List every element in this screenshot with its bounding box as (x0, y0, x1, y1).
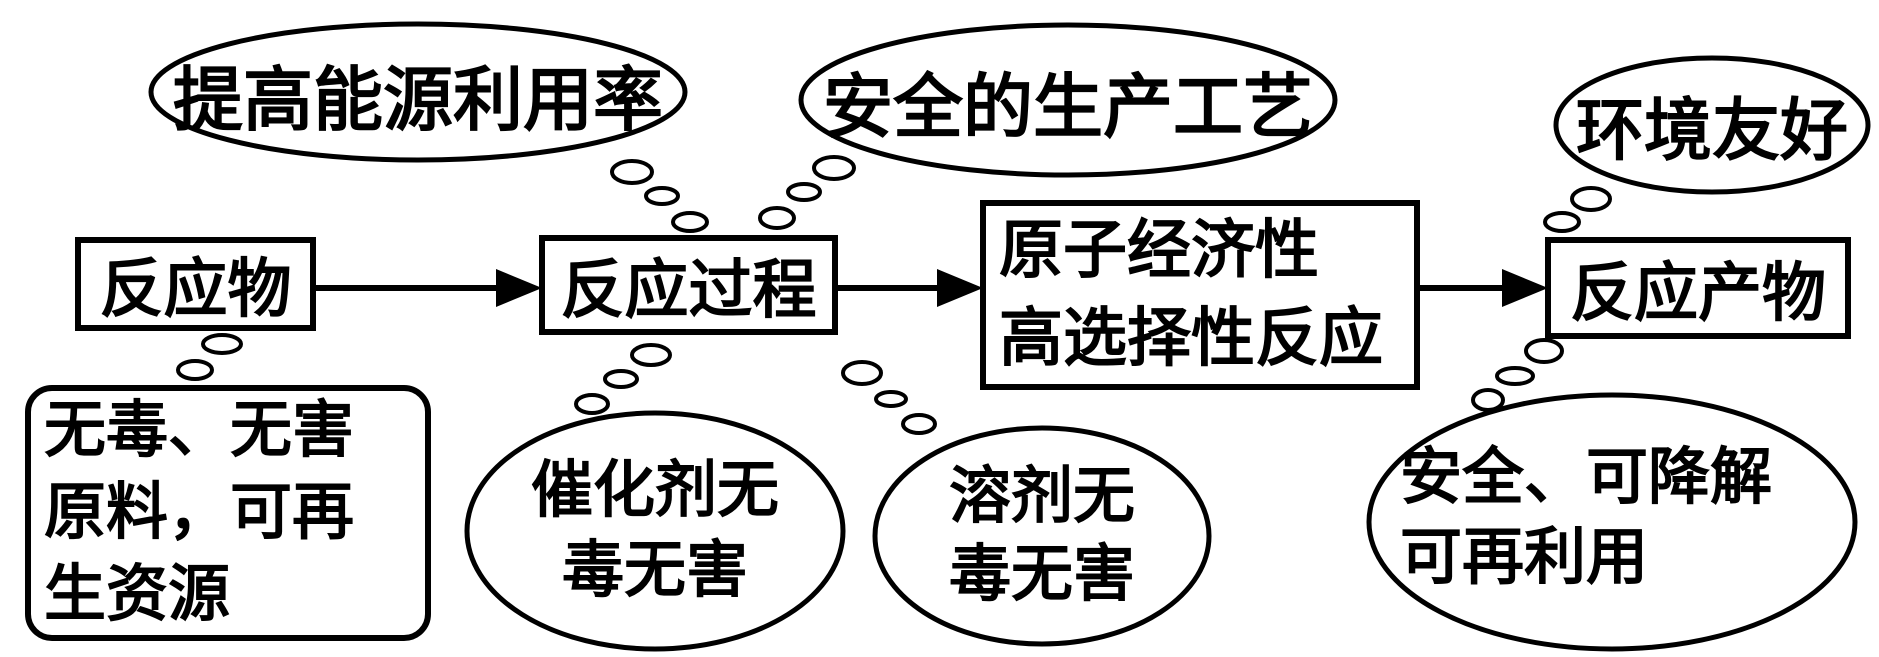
products-box-label: 反应产物 (1570, 258, 1826, 329)
thought-trail-env-to-products (1543, 186, 1612, 233)
thought-trail-safeprocess-to-process (758, 155, 856, 230)
raw-materials-box-label: 无毒、无害 原料，可再 生资源 (44, 392, 428, 634)
arrow-atom-to-products (1417, 269, 1548, 307)
thought-trail-products-to-safe (1471, 338, 1564, 412)
thought-ellipse-catalyst (464, 410, 846, 652)
safe-process-bubble-label: 安全的生产工艺 (823, 69, 1313, 147)
thought-ellipse-energy (148, 21, 688, 163)
solvent-line-1: 溶剂无 (948, 463, 1135, 531)
arrow-process-to-atom (835, 269, 983, 307)
thought-trail-process-to-solvent (841, 360, 937, 435)
reactants-box-label: 反应物 (99, 254, 292, 325)
thought-ellipse-safe-process (798, 22, 1338, 178)
solvent-line-2: 毒无害 (948, 541, 1135, 609)
catalyst-bubble-label: 催化剂无 毒无害 (467, 413, 843, 649)
thought-trail-energy-to-process (610, 159, 709, 233)
process-box-label: 反应过程 (560, 255, 817, 326)
flow-box-reactants (75, 237, 316, 331)
thought-ellipse-solvent (872, 425, 1212, 647)
rounded-box-raw-materials (25, 385, 431, 641)
atom-economy-line-1: 原子经济性 (999, 215, 1319, 286)
atom-economy-box-label: 原子经济性 高选择性反应 (999, 206, 1417, 384)
energy-bubble-label: 提高能源利用率 (173, 62, 663, 140)
catalyst-line-1: 催化剂无 (530, 457, 779, 525)
thought-ellipse-safe-degradable (1366, 392, 1858, 652)
arrow-reactants-to-process (313, 269, 542, 307)
env-friendly-bubble-label: 环境友好 (1575, 92, 1848, 169)
thought-ellipse-env-friendly (1553, 55, 1871, 195)
solvent-bubble-label: 溶剂无 毒无害 (875, 430, 1209, 642)
thought-trail-process-to-catalyst (574, 343, 672, 415)
safe-degradable-line-2: 可再利用 (1400, 524, 1649, 592)
safe-degradable-bubble-label: 安全、可降解 可再利用 (1400, 398, 1840, 638)
raw-materials-line-1: 无毒、无害 (44, 397, 355, 465)
flow-box-atom-economy (980, 200, 1420, 390)
raw-materials-line-2: 原料，可再 (44, 479, 355, 547)
safe-degradable-line-1: 安全、可降解 (1400, 444, 1773, 512)
catalyst-line-2: 毒无害 (561, 537, 748, 605)
thought-trail-reactants-to-raw (176, 333, 243, 381)
raw-materials-line-3: 生资源 (44, 561, 231, 629)
atom-economy-line-2: 高选择性反应 (999, 303, 1383, 374)
